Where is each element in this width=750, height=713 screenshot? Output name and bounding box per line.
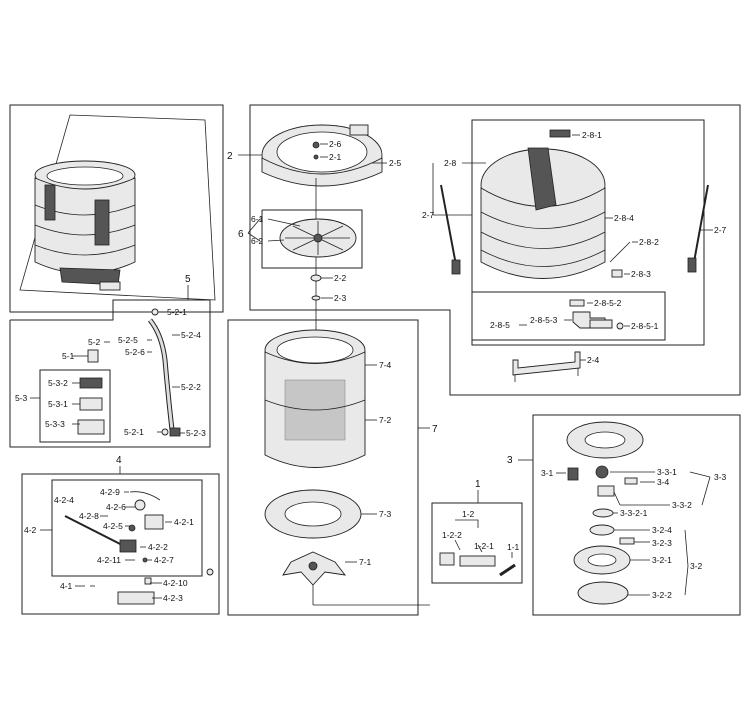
label-3-2-3: 3-2-3 (652, 538, 672, 548)
label-2-8-5-2: 2-8-5-2 (594, 298, 622, 308)
label-1-2: 1-2 (462, 509, 475, 519)
label-1-2-2: 1-2-2 (442, 530, 462, 540)
label-3-3-1: 3-3-1 (657, 467, 677, 477)
label-2-8-1: 2-8-1 (582, 130, 602, 140)
group-5-frame (9, 285, 211, 448)
label-2-8-5-1: 2-8-5-1 (631, 321, 659, 331)
label-3-2-2: 3-2-2 (652, 590, 672, 600)
label-5-3-3: 5-3-3 (45, 419, 65, 429)
label-4: 4 (116, 455, 122, 466)
label-2-1: 2-1 (329, 152, 342, 162)
label-7-3: 7-3 (379, 509, 392, 519)
label-3-2-4: 3-2-4 (652, 525, 672, 535)
label-5-3: 5-3 (15, 393, 28, 403)
drum-bottom-7-3 (264, 489, 377, 539)
label-2-6: 2-6 (329, 139, 342, 149)
label-4-2: 4-2 (24, 525, 37, 535)
label-2-8-3: 2-8-3 (631, 269, 651, 279)
label-7-4: 7-4 (379, 360, 392, 370)
washers-2-2-2-3 (310, 274, 333, 301)
label-4-2-5: 4-2-5 (103, 521, 123, 531)
label-5-2-2: 5-2-2 (181, 382, 201, 392)
label-4-2-3: 4-2-3 (163, 593, 183, 603)
label-5-2-1-top: 5-2-1 (167, 307, 187, 317)
drive-parts-4 (64, 491, 214, 605)
label-4-2-8: 4-2-8 (79, 511, 99, 521)
pulsator-group (247, 209, 363, 269)
label-7: 7 (432, 424, 438, 435)
label-1-1: 1-1 (507, 542, 520, 552)
label-3: 3 (507, 455, 513, 466)
control-parts-1 (439, 519, 516, 577)
label-6-1: 6-1 (251, 214, 264, 224)
group-4-frame (21, 466, 220, 615)
label-2-8-4: 2-8-4 (614, 213, 634, 223)
label-3-2: 3-2 (690, 561, 703, 571)
flange-7-1 (282, 551, 430, 606)
group-7-frame (227, 319, 430, 616)
label-4-2-10: 4-2-10 (163, 578, 188, 588)
label-2-8-5-3: 2-8-5-3 (530, 315, 558, 325)
label-3-4: 3-4 (657, 477, 670, 487)
label-4-1: 4-1 (60, 581, 73, 591)
label-4-2-11: 4-2-11 (97, 555, 121, 565)
label-3-1: 3-1 (541, 468, 554, 478)
group-2-frame (249, 104, 741, 396)
suspension-rod-right (687, 184, 713, 273)
label-5-2-1-bottom: 5-2-1 (124, 427, 144, 437)
label-2: 2 (227, 151, 233, 162)
label-4-2-1: 4-2-1 (174, 517, 194, 527)
label-4-2-7: 4-2-7 (154, 555, 174, 565)
label-2-2: 2-2 (334, 273, 347, 283)
group-1-frame (431, 490, 523, 584)
label-2-7-left: 2-7 (422, 210, 435, 220)
label-2-4: 2-4 (587, 355, 600, 365)
label-7-1: 7-1 (359, 557, 372, 567)
label-5-3-2: 5-3-2 (48, 378, 68, 388)
label-6-2: 6-2 (251, 236, 264, 246)
suspension-rod-left (440, 184, 461, 275)
label-5-2-5: 5-2-5 (118, 335, 138, 345)
part-labels: 2 2-6 2-1 2-5 6 6-1 6-2 2-2 2-3 2-8-1 2-… (15, 130, 727, 603)
tub-cover (261, 124, 383, 187)
label-1-2-1: 1-2-1 (474, 541, 494, 551)
label-3-3-2-1: 3-3-2-1 (620, 508, 648, 518)
label-5-2-6: 5-2-6 (125, 347, 145, 357)
label-2-7-right: 2-7 (714, 225, 727, 235)
label-3-3-2: 3-3-2 (672, 500, 692, 510)
hose-5-2 (147, 308, 185, 437)
inner-drum (264, 329, 377, 468)
outer-tub-group (432, 119, 705, 346)
label-4-2-9: 4-2-9 (100, 487, 120, 497)
label-5-1: 5-1 (62, 351, 75, 361)
valve-parts-5 (30, 341, 110, 435)
bracket-2-4 (512, 351, 586, 382)
label-2-3: 2-3 (334, 293, 347, 303)
label-3-2-1: 3-2-1 (652, 555, 672, 565)
motor-parts-3 (556, 421, 711, 605)
label-5-3-1: 5-3-1 (48, 399, 68, 409)
label-2-5: 2-5 (389, 158, 402, 168)
label-4-2-4: 4-2-4 (54, 495, 74, 505)
label-7-2: 7-2 (379, 415, 392, 425)
label-4-2-2: 4-2-2 (148, 542, 168, 552)
label-4-2-6: 4-2-6 (106, 502, 126, 512)
label-5-2-3: 5-2-3 (186, 428, 206, 438)
label-5-2-4: 5-2-4 (181, 330, 201, 340)
label-2-8: 2-8 (444, 158, 457, 168)
label-2-8-5: 2-8-5 (490, 320, 510, 330)
label-5: 5 (185, 274, 191, 285)
label-2-8-2: 2-8-2 (639, 237, 659, 247)
label-3-3: 3-3 (714, 472, 727, 482)
assembled-washer-panel (9, 104, 224, 313)
label-5-2: 5-2 (88, 337, 101, 347)
label-1: 1 (475, 479, 481, 490)
label-6: 6 (238, 229, 244, 240)
drain-hose-group (471, 291, 666, 341)
group-3-frame (518, 414, 741, 616)
